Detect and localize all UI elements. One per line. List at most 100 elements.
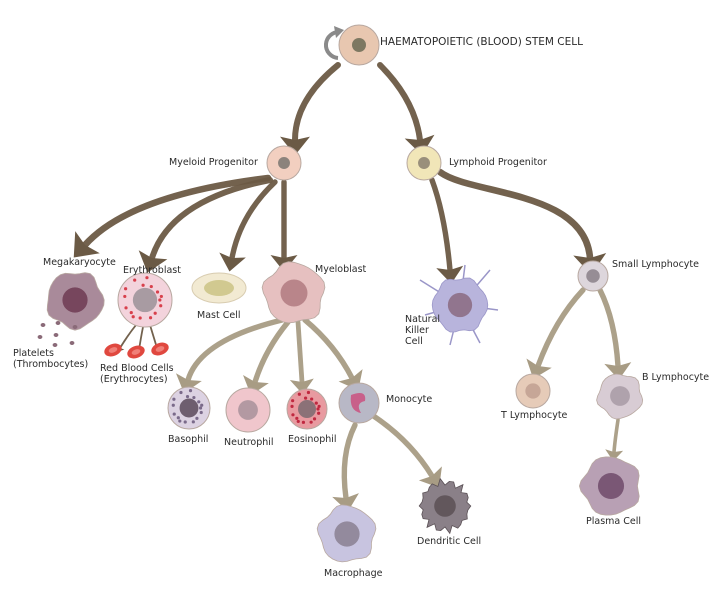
arrow-shaft — [302, 317, 355, 381]
cell-nucleus — [278, 157, 290, 169]
arrow-myeloblast-to-monocyte — [302, 317, 363, 391]
cell-granule — [158, 298, 162, 302]
arrowhead — [289, 378, 314, 395]
cell-neutrophil — [225, 387, 271, 433]
cell-myeloid-progenitor — [266, 145, 302, 181]
cell-granule — [200, 403, 204, 407]
arrow-small-lymphocyte-to-b-lymphocyte — [597, 287, 632, 380]
cell-nucleus — [525, 383, 541, 399]
cell-erythroblast — [117, 272, 173, 328]
arrowhead — [280, 136, 310, 156]
cell-natural-killer-cell — [419, 264, 499, 346]
cell-nucleus — [352, 38, 366, 52]
cell-granule — [191, 420, 195, 424]
cell-plasma-cell — [578, 456, 640, 516]
arrow-shaft — [597, 287, 621, 369]
arrow-stem-cell-to-myeloid-progenitor — [280, 62, 341, 156]
cell-stem-cell — [338, 24, 380, 66]
label-b-lymphocyte: B Lymphocyte — [642, 372, 710, 383]
label-megakaryocyte: Megakaryocyte — [43, 257, 116, 268]
arrow-shaft — [229, 179, 278, 261]
arrow-myeloblast-to-neutrophil — [243, 319, 291, 396]
arrowhead — [404, 134, 435, 156]
cell-granule — [138, 316, 142, 320]
red-blood-cell — [151, 342, 169, 356]
arrow-myeloid-progenitor-to-megakaryocyte — [73, 174, 272, 258]
rbc-center — [155, 346, 165, 352]
cell-granule — [192, 395, 196, 400]
rbc-center — [131, 349, 141, 355]
cell-lymphoid-progenitor — [406, 145, 442, 181]
self-renewal-arrowhead — [334, 26, 344, 38]
cell-nucleus — [350, 393, 366, 413]
arrowhead — [604, 362, 632, 380]
cell-granule — [172, 397, 176, 401]
cell-granule — [290, 404, 294, 408]
cell-nucleus — [204, 280, 234, 296]
cell-t-lymphocyte — [515, 373, 551, 409]
arrowhead — [605, 449, 624, 462]
cell-granule — [195, 416, 199, 420]
cells-layer — [37, 24, 644, 563]
self-renewal-arrow — [324, 26, 344, 60]
cell-granule — [149, 284, 153, 289]
cell-monocyte — [338, 382, 380, 424]
arrow-shaft — [429, 177, 453, 273]
cell-nucleus — [597, 472, 625, 500]
cell-megakaryocyte — [46, 272, 105, 331]
cell-small-lymphocyte — [577, 260, 609, 292]
arrow-shaft — [252, 319, 291, 385]
arrow-shaft — [535, 287, 586, 369]
arrow-lymphoid-progenitor-to-small-lymphocyte — [436, 168, 607, 275]
rbc-center — [108, 347, 118, 353]
cell-granule — [297, 392, 301, 396]
cell-nucleus — [238, 400, 258, 420]
cell-granule — [197, 400, 201, 404]
cell-granule — [159, 304, 163, 308]
cell-granule — [129, 310, 133, 315]
cell-granule — [185, 394, 190, 399]
cell-granule — [124, 287, 128, 291]
platelet — [40, 323, 46, 327]
arrow-monocyte-to-macrophage — [332, 422, 359, 512]
label-lymphoid-progenitor: Lymphoid Progenitor — [449, 157, 547, 168]
cell-granule — [159, 294, 163, 299]
cell-macrophage — [316, 504, 377, 563]
platelet — [69, 341, 75, 345]
cell-nucleus — [447, 292, 473, 318]
platelet — [53, 333, 59, 337]
arrowhead — [418, 466, 442, 488]
cell-nucleus — [434, 495, 456, 517]
arrow-stem-cell-to-lymphoid-progenitor — [377, 62, 435, 156]
arrowhead — [332, 493, 359, 512]
cell-granule — [317, 411, 321, 415]
platelets — [37, 321, 78, 347]
arrow-b-lymphocyte-to-plasma-cell — [605, 418, 624, 462]
platelet — [37, 335, 43, 339]
arrow-myeloid-progenitor-to-mast-cell — [219, 179, 278, 272]
arrow-myeloblast-to-eosinophil — [289, 319, 314, 395]
arrowhead — [73, 231, 100, 258]
arrow-monocyte-to-dendritic-cell — [369, 412, 442, 488]
cell-granule — [179, 390, 183, 395]
label-neutrophil: Neutrophil — [224, 437, 274, 448]
platelet — [52, 343, 58, 347]
cell-granule — [306, 390, 311, 395]
cell-granule — [303, 396, 308, 400]
cell-granule — [199, 410, 203, 415]
arrowhead — [219, 252, 246, 272]
cell-granule — [131, 315, 135, 319]
cell-granule — [153, 311, 157, 315]
cell-eosinophil — [286, 388, 328, 430]
arrow-myeloid-progenitor-to-myeloblast — [270, 179, 298, 272]
cell-granule — [295, 416, 299, 420]
cell-nucleus — [280, 279, 308, 307]
cell-granule — [312, 417, 317, 421]
cell-myeloblast — [261, 261, 326, 324]
cell-granule — [188, 389, 193, 393]
cell-granule — [178, 419, 182, 423]
label-erythroblast: Erythroblast — [123, 265, 181, 276]
arrow-shaft — [149, 177, 273, 261]
cell-basophil — [167, 386, 211, 430]
cell-nucleus — [610, 386, 630, 406]
